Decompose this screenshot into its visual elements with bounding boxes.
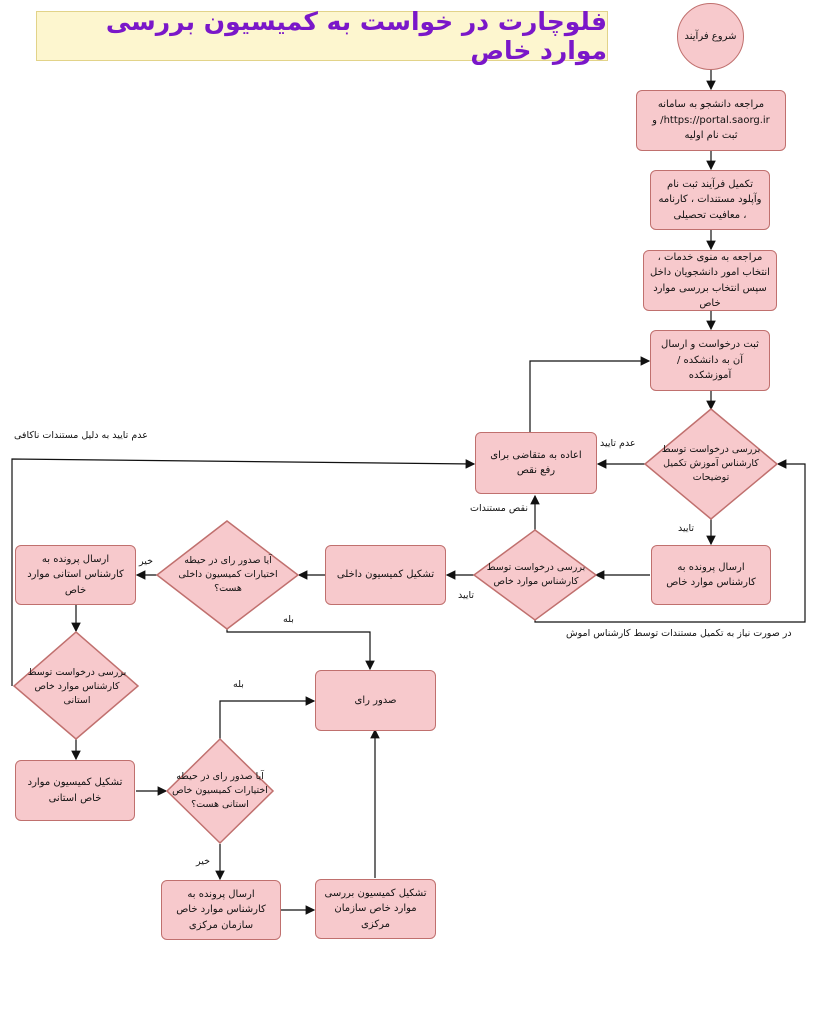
start-node: شروع فرآیند <box>677 3 744 70</box>
label-approved-1: تایید <box>678 523 695 534</box>
decision-internal-text: آیا صدور رای در حیطه اختیارات کمیسیون دا… <box>178 554 278 595</box>
step-services-menu: مراجعه به منوی خدمات ، انتخاب امور دانشج… <box>643 250 777 311</box>
decision-edu-shape <box>643 408 779 520</box>
label-no-1: خیر <box>139 556 153 567</box>
send-to-provincial-expert: ارسال پرونده به کارشناس استانی موارد خاص <box>15 545 136 605</box>
decision-expert-text: بررسی درخواست توسط کارشناس موارد خاص <box>486 561 586 587</box>
send-to-central-expert: ارسال پرونده به کارشناس موارد خاص سازمان… <box>161 880 281 940</box>
provincial-commission: تشکیل کمیسیون موارد خاص استانی <box>15 760 135 821</box>
label-not-approved: عدم تایید <box>600 438 636 449</box>
arrow-not-approved-docs <box>11 458 476 686</box>
decision-expert-shape <box>472 529 598 621</box>
decision-provincial-shape <box>165 737 275 845</box>
central-commission: تشکیل کمیسیون بررسی موارد خاص سازمان مرک… <box>315 879 436 939</box>
decision-provincial-text: آیا صدور رای در حیطه اختیارات کمیسیون خا… <box>172 770 268 811</box>
internal-commission: تشکیل کمیسیون داخلی <box>325 545 446 605</box>
label-no-2: خیر <box>196 856 210 867</box>
decision-internal-shape <box>155 520 300 630</box>
label-yes-2: بله <box>233 679 244 690</box>
label-not-approved-docs: عدم تایید به دلیل مستندات ناکافی <box>14 430 148 441</box>
label-doc-deficiency: نقص مستندات <box>470 503 528 514</box>
arrow-yes-1 <box>226 629 375 671</box>
label-yes-1: بله <box>283 614 294 625</box>
send-to-expert: ارسال پرونده به کارشناس موارد خاص <box>651 545 771 605</box>
return-to-applicant: اعاده به متقاضی برای رفع نقص <box>475 432 597 494</box>
decision-provincial-expert-text: بررسی درخواست توسط کارشناس موارد خاص است… <box>27 666 127 707</box>
arrow-if-needed <box>534 459 806 623</box>
page-title: فلوچارت در خواست به کمیسیون بررسی موارد … <box>36 7 608 65</box>
issue-verdict: صدور رای <box>315 670 436 731</box>
arrow-yes-2 <box>219 696 316 739</box>
decision-edu-text: بررسی درخواست توسط کارشناس آموزش تکمیل ت… <box>661 443 761 484</box>
label-approved-2: تایید <box>458 590 475 601</box>
label-if-needed: در صورت نیاز به تکمیل مستندات توسط کارشن… <box>566 628 792 639</box>
step-complete-registration: تکمیل فرآیند ثبت نام وآپلود مستندات ، کا… <box>650 170 770 230</box>
arrow-return-step4 <box>529 356 651 432</box>
step-submit-request: ثبت درخواست و ارسال آن به دانشکده /آموزش… <box>650 330 770 391</box>
decision-provincial-expert-shape <box>12 631 140 740</box>
step-register-portal: مراجعه دانشجو به سامانه https://portal.s… <box>636 90 786 151</box>
